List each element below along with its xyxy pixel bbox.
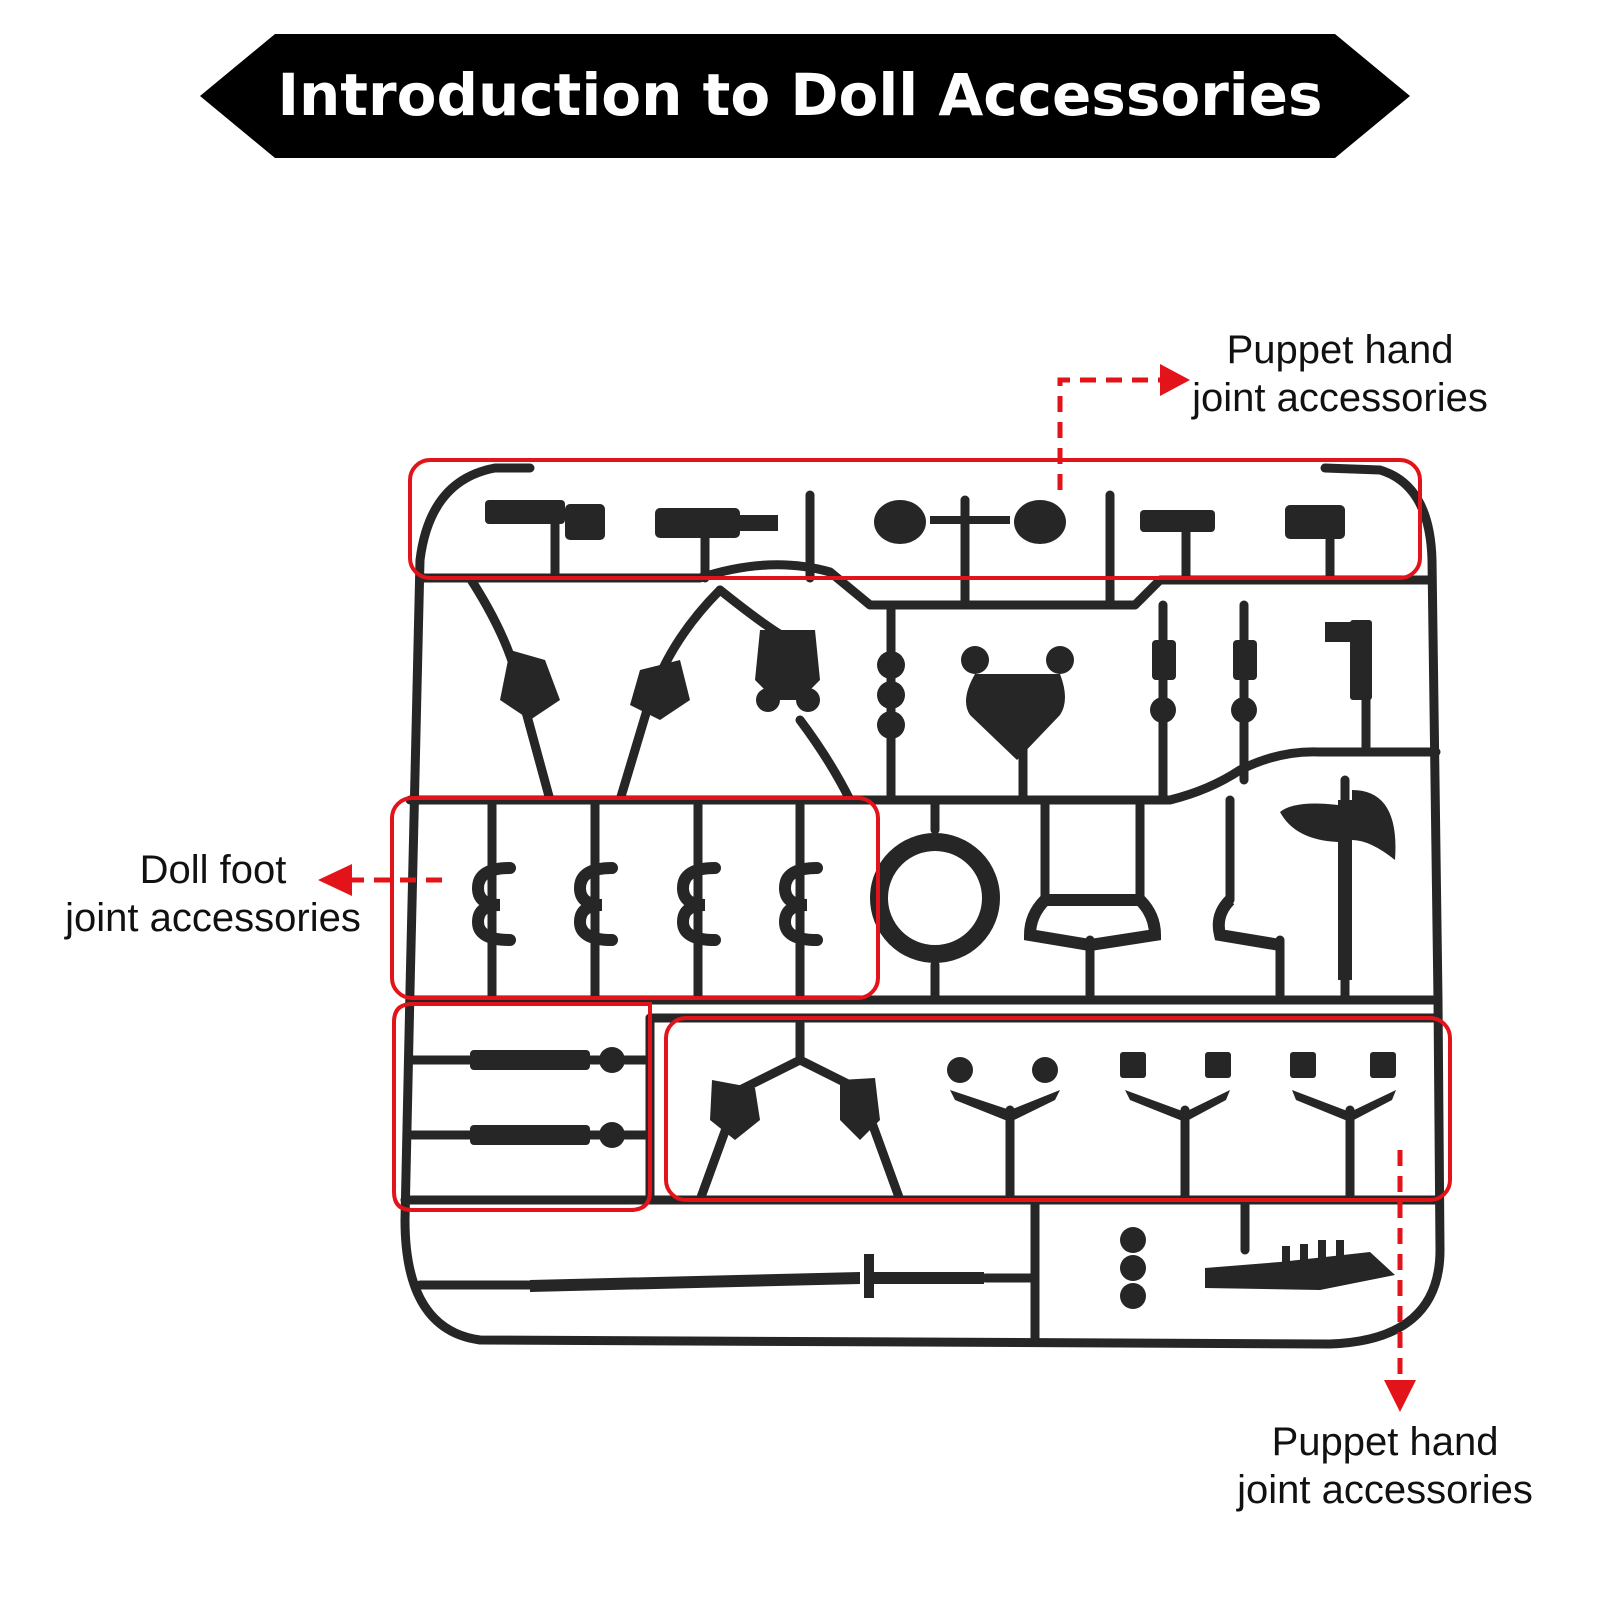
bottom-weapons	[530, 1227, 1395, 1309]
callout-foot-line2: joint accessories	[65, 896, 361, 940]
top-hand-parts	[485, 500, 1345, 544]
callout-bottom-hand: Puppet hand joint accessories	[1215, 1418, 1555, 1514]
highlight-top-hand	[408, 458, 1422, 580]
callout-top-hand-line2: joint accessories	[1192, 376, 1488, 420]
arrow-down-icon	[1384, 1150, 1416, 1412]
callout-top-hand: Puppet hand joint accessories	[1170, 326, 1510, 422]
page-title: Introduction to Doll Accessories	[277, 61, 1323, 129]
highlight-foot	[390, 796, 880, 1000]
middle-parts	[500, 620, 1372, 760]
title-banner	[200, 34, 1410, 158]
highlight-boxes	[390, 458, 1452, 1212]
weapon-parts	[1023, 790, 1396, 980]
foot-parts	[471, 862, 823, 946]
callout-bottom-hand-line2: joint accessories	[1237, 1468, 1533, 1512]
callout-bottom-hand-line1: Puppet hand	[1271, 1420, 1499, 1464]
highlight-lower-left	[392, 1002, 652, 1212]
sprue-frame	[400, 463, 1445, 1349]
bar-parts	[470, 1047, 625, 1148]
callout-top-hand-line1: Puppet hand	[1226, 328, 1454, 372]
arrow-right-icon	[1057, 364, 1190, 490]
highlight-bottom-hand	[664, 1016, 1452, 1202]
ring-part	[870, 833, 1000, 963]
arrow-left-icon	[318, 864, 442, 896]
callout-foot: Doll foot joint accessories	[48, 846, 378, 942]
callout-foot-line1: Doll foot	[139, 848, 287, 892]
bottom-hand-parts	[710, 1052, 1396, 1140]
